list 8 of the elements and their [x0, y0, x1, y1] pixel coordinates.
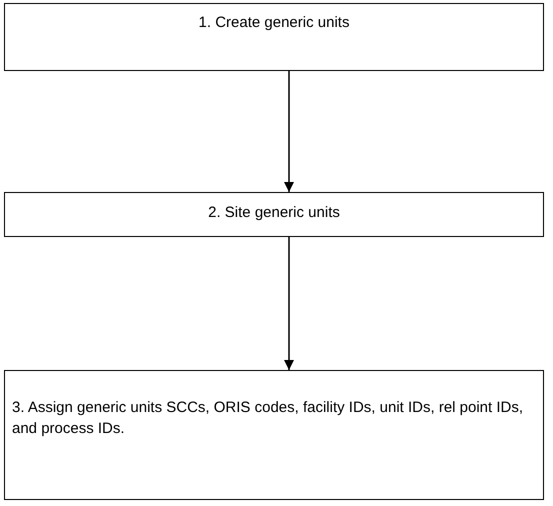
step-text: 2. Site generic units	[207, 203, 341, 223]
process-box	[4, 192, 544, 237]
step-text: 3. Assign generic units SCCs, ORIS codes, facility IDs, unit IDs, rel point IDs, and process IDs.	[12, 398, 524, 439]
arrow	[284, 237, 294, 370]
step-text: 1. Create generic units	[198, 13, 350, 33]
arrow	[284, 71, 294, 192]
process-box	[4, 3, 544, 71]
process-box	[4, 370, 544, 500]
